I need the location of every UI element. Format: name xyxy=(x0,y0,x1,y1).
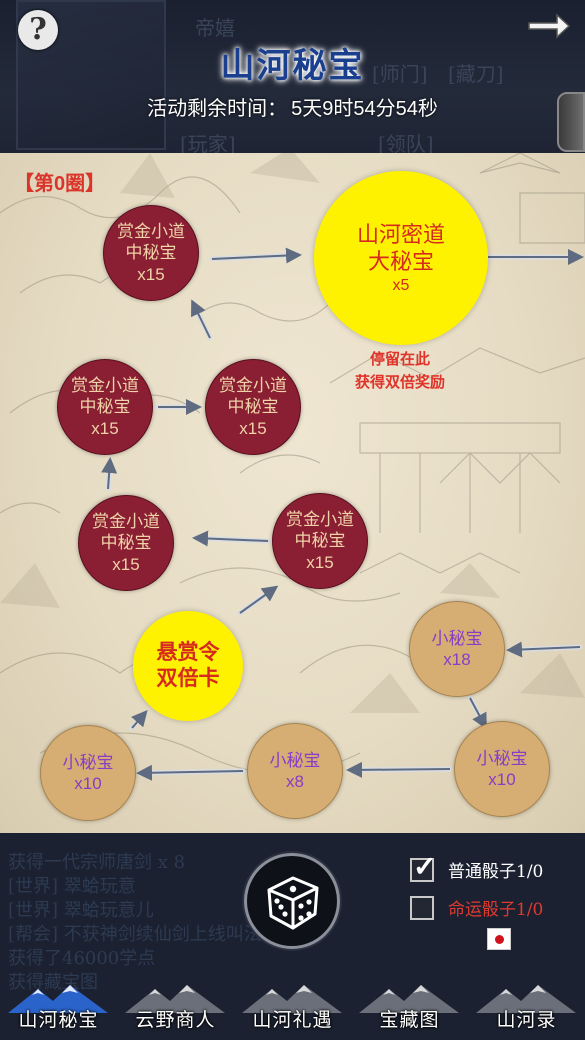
grand-treasure-node[interactable]: 山河密道 大秘宝 x5 xyxy=(314,171,488,345)
node-type: 中秘宝 xyxy=(294,531,346,551)
tab-label: 宝藏图 xyxy=(379,1009,440,1031)
mountain-icon xyxy=(242,985,342,1013)
node-name: 山河密道 xyxy=(356,221,445,247)
double-card-node[interactable]: 悬赏令 双倍卡 xyxy=(133,611,243,721)
mountain-icon xyxy=(359,985,459,1013)
normal-dice-checkbox[interactable]: ✓ xyxy=(410,851,436,882)
chat-line: [帮会] 不获神剑续仙剑上线叫法雕 xyxy=(8,924,280,945)
help-button[interactable]: ? xyxy=(18,10,58,50)
small-treasure-node[interactable]: 小秘宝 x10 xyxy=(40,725,136,821)
side-menu-icon[interactable] xyxy=(557,92,585,152)
node-count: x15 xyxy=(112,554,140,574)
background-text: [藏刀] xyxy=(448,62,504,86)
chat-line: 获得一代宗师唐剑 x 8 xyxy=(8,852,186,873)
arrow-right-icon[interactable] xyxy=(527,8,571,44)
node-name: 赏金小道 xyxy=(286,510,354,530)
medium-treasure-node[interactable]: 赏金小道 中秘宝 x15 xyxy=(103,205,199,301)
node-name: 小秘宝 xyxy=(431,628,483,648)
small-treasure-node[interactable]: 小秘宝 x18 xyxy=(409,601,505,697)
tab-shanhe-gift[interactable]: 山河礼遇 xyxy=(234,981,351,1040)
japan-flag-icon[interactable] xyxy=(487,928,511,950)
medium-treasure-node[interactable]: 赏金小道 中秘宝 x15 xyxy=(205,359,301,455)
chat-line: [世界] 翠蛤玩意 xyxy=(8,876,136,897)
node-name: 赏金小道 xyxy=(92,512,160,532)
round-label: 【第0圈】 xyxy=(14,173,106,195)
node-type: 大秘宝 xyxy=(367,249,434,274)
node-name: 小秘宝 xyxy=(476,748,528,768)
timer-label: 活动剩余时间： xyxy=(147,98,288,120)
chat-line: 获得藏宝图 xyxy=(8,972,98,993)
question-icon: ? xyxy=(29,12,47,47)
treasure-map: 【第0圈】 赏金小道 中秘宝 x15 山河密道 大秘宝 x5 停留在此 获得双倍… xyxy=(0,153,585,833)
bottom-tab-bar: 山河秘宝 云野商人 山河礼遇 宝藏图 xyxy=(0,981,585,1040)
small-treasure-node[interactable]: 小秘宝 x8 xyxy=(247,723,343,819)
background-text: [领队] xyxy=(378,132,434,155)
event-timer: 活动剩余时间：5天9时54分54秒 xyxy=(0,92,585,121)
tab-shanhe-treasure[interactable]: 山河秘宝 xyxy=(0,981,117,1040)
mountain-icon xyxy=(8,985,108,1013)
mountain-icon xyxy=(476,985,576,1013)
tab-label: 山河录 xyxy=(496,1009,557,1031)
note-line: 停留在此 xyxy=(369,350,430,368)
bottom-panel: 获得一代宗师唐剑 x 8 [世界] 翠蛤玩意 [世界] 翠蛤玩意儿 [帮会] 不… xyxy=(0,833,585,1040)
tab-label: 云野商人 xyxy=(135,1009,216,1031)
node-count: x15 xyxy=(306,552,334,572)
node-type: 中秘宝 xyxy=(227,397,279,417)
node-count: x18 xyxy=(443,650,471,669)
normal-dice-option[interactable]: ✓ 普通骰子1/0 xyxy=(410,851,544,882)
node-count: x5 xyxy=(392,276,410,294)
node-name: 小秘宝 xyxy=(62,752,114,772)
normal-dice-label: 普通骰子1/0 xyxy=(448,862,544,882)
node-count: x15 xyxy=(137,264,165,284)
node-count: x15 xyxy=(91,418,119,438)
node-name: 赏金小道 xyxy=(71,376,139,396)
node-type: 中秘宝 xyxy=(100,533,152,553)
medium-treasure-node[interactable]: 赏金小道 中秘宝 x15 xyxy=(57,359,153,455)
chat-line: [世界] 翠蛤玩意儿 xyxy=(8,900,154,921)
node-name: 赏金小道 xyxy=(117,222,185,242)
fate-dice-checkbox[interactable] xyxy=(410,895,434,920)
node-type: 中秘宝 xyxy=(79,397,131,417)
medium-treasure-node[interactable]: 赏金小道 中秘宝 x15 xyxy=(272,493,368,589)
check-icon: ✓ xyxy=(413,849,437,883)
fate-dice-option[interactable]: 命运骰子1/0 xyxy=(410,895,543,920)
chat-line: 获得了46000学点 xyxy=(8,948,156,969)
background-text: 帝嬉 xyxy=(195,16,235,40)
background-text: [师门] xyxy=(372,62,428,86)
fate-dice-label: 命运骰子1/0 xyxy=(448,900,544,920)
roll-dice-button[interactable] xyxy=(244,853,340,949)
tab-wild-merchant[interactable]: 云野商人 xyxy=(117,981,234,1040)
node-count: x8 xyxy=(286,772,304,791)
tab-label: 山河礼遇 xyxy=(252,1009,333,1031)
node-type: 双倍卡 xyxy=(156,667,220,690)
node-count: x10 xyxy=(74,774,102,793)
node-type: 中秘宝 xyxy=(125,243,177,263)
tab-treasure-map[interactable]: 宝藏图 xyxy=(351,981,468,1040)
node-name: 悬赏令 xyxy=(156,640,220,664)
tab-shanhe-record[interactable]: 山河录 xyxy=(468,981,585,1040)
background-text: [玩家] xyxy=(180,132,236,155)
double-reward-note: 停留在此 获得双倍奖励 xyxy=(330,348,470,393)
node-name: 赏金小道 xyxy=(219,376,287,396)
small-treasure-node[interactable]: 小秘宝 x10 xyxy=(454,721,550,817)
node-count: x10 xyxy=(488,770,516,789)
page-title: 山河秘宝 xyxy=(220,46,365,86)
mountain-icon xyxy=(125,985,225,1013)
node-count: x15 xyxy=(239,418,267,438)
tab-label: 山河秘宝 xyxy=(18,1009,99,1031)
medium-treasure-node[interactable]: 赏金小道 中秘宝 x15 xyxy=(78,495,174,591)
chat-log: 获得一代宗师唐剑 x 8 [世界] 翠蛤玩意 [世界] 翠蛤玩意儿 [帮会] 不… xyxy=(8,851,280,995)
header: 帝嬉 [师门] [藏刀] [玩家] [领队] ? 山河秘宝 活动剩余时间：5天9… xyxy=(0,0,585,155)
note-line: 获得双倍奖励 xyxy=(354,372,445,391)
path-arrows xyxy=(101,247,584,781)
timer-value: 5天9时54分54秒 xyxy=(291,98,438,120)
dice-icon xyxy=(267,876,319,930)
node-name: 小秘宝 xyxy=(269,750,321,770)
